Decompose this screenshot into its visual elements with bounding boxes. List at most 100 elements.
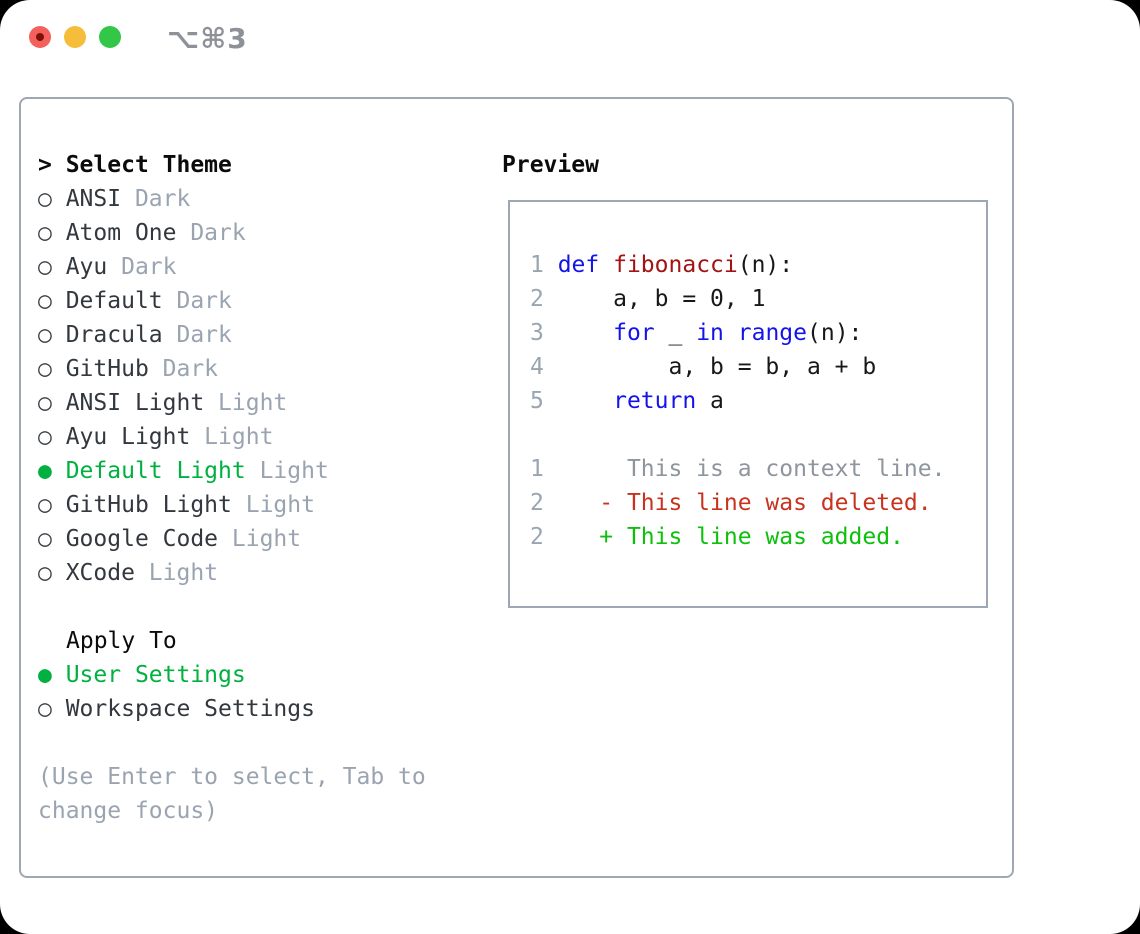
- line-number: 3: [530, 320, 558, 346]
- hint-line-2: change focus): [38, 798, 219, 824]
- radio-icon: ○: [38, 696, 66, 722]
- apply-to-header: Apply To: [66, 628, 177, 654]
- theme-variant: Dark: [176, 220, 246, 246]
- radio-icon: ○: [38, 424, 66, 450]
- radio-icon: ○: [38, 186, 66, 212]
- theme-list: ○ ANSI Dark○ Atom One Dark○ Ayu Dark○ De…: [38, 182, 426, 590]
- code-token: - This line was deleted.: [557, 490, 932, 516]
- hint-line-1: (Use Enter to select, Tab to: [38, 764, 426, 790]
- theme-variant: Light: [134, 560, 219, 586]
- line-number: 1: [530, 252, 558, 278]
- code-token: fibonacci: [613, 252, 738, 278]
- code-token: This is a context line.: [557, 456, 946, 482]
- theme-variant: Dark: [121, 186, 191, 212]
- code-token: def: [557, 252, 600, 278]
- code-token: a: [696, 388, 724, 414]
- spacer: [38, 726, 426, 760]
- code-token: [558, 388, 613, 414]
- code-token: [724, 320, 738, 346]
- code-token: range: [737, 320, 807, 346]
- line-number: 2: [530, 286, 558, 312]
- radio-selected-icon: ●: [38, 458, 66, 484]
- radio-icon: ○: [38, 220, 66, 246]
- theme-name: Default Light: [65, 458, 246, 484]
- close-button[interactable]: [29, 26, 51, 48]
- theme-name: GitHub Light: [65, 492, 232, 518]
- theme-name: Ayu Light: [65, 424, 191, 450]
- theme-variant: Light: [245, 458, 329, 484]
- theme-name: Dracula: [65, 322, 163, 348]
- line-number: 4: [530, 354, 558, 380]
- theme-variant: Dark: [162, 322, 232, 348]
- code-token: a, b = b, a + b: [557, 354, 877, 380]
- prompt-caret: >: [38, 152, 66, 178]
- theme-option-default[interactable]: ○ Default Dark: [38, 284, 426, 318]
- apply-option-user-settings[interactable]: ● User Settings: [38, 658, 426, 692]
- apply-option-workspace-settings[interactable]: ○ Workspace Settings: [38, 692, 426, 726]
- preview-code-line: 4 a, b = b, a + b: [530, 350, 986, 384]
- preview-added-line: 2 + This line was added.: [530, 520, 986, 554]
- code-token: _: [654, 320, 697, 346]
- select-theme-title: Select Theme: [65, 152, 232, 178]
- radio-icon: ○: [38, 288, 66, 314]
- theme-variant: Light: [204, 390, 288, 416]
- apply-option-label: User Settings: [65, 662, 246, 688]
- theme-name: Ayu: [65, 254, 108, 280]
- theme-option-ansi[interactable]: ○ ANSI Dark: [38, 182, 426, 216]
- theme-variant: Dark: [107, 254, 177, 280]
- theme-variant: Dark: [162, 288, 232, 314]
- radio-icon: ○: [38, 356, 66, 382]
- code-token: in: [696, 320, 724, 346]
- theme-option-github[interactable]: ○ GitHub Dark: [38, 352, 426, 386]
- theme-name: Default: [65, 288, 163, 314]
- minimize-button[interactable]: [64, 26, 86, 48]
- theme-option-github-light[interactable]: ○ GitHub Light Light: [38, 488, 426, 522]
- close-dot-icon: [36, 33, 44, 41]
- apply-to-list: ● User Settings○ Workspace Settings: [38, 658, 426, 726]
- preview-deleted-line: 2 - This line was deleted.: [530, 486, 986, 520]
- theme-option-atom-one[interactable]: ○ Atom One Dark: [38, 216, 426, 250]
- line-number: 1: [530, 456, 558, 482]
- theme-option-ayu[interactable]: ○ Ayu Dark: [38, 250, 426, 284]
- preview-code-line: 1 def fibonacci(n):: [530, 248, 986, 282]
- theme-name: Google Code: [65, 526, 219, 552]
- theme-name: ANSI: [65, 186, 122, 212]
- code-token: (n):: [737, 252, 794, 278]
- theme-option-google-code[interactable]: ○ Google Code Light: [38, 522, 426, 556]
- code-token: for: [613, 320, 655, 346]
- preview-code-line: 3 for _ in range(n):: [530, 316, 986, 350]
- theme-selector-panel: > Select Theme ○ ANSI Dark○ Atom One Dar…: [19, 97, 1014, 878]
- theme-option-xcode[interactable]: ○ XCode Light: [38, 556, 426, 590]
- line-number: 5: [530, 388, 558, 414]
- theme-option-ansi-light[interactable]: ○ ANSI Light Light: [38, 386, 426, 420]
- zoom-button[interactable]: [99, 26, 121, 48]
- theme-variant: Dark: [148, 356, 219, 382]
- preview-code-line: 5 return a: [530, 384, 986, 418]
- theme-variant: Light: [218, 526, 302, 552]
- theme-option-ayu-light[interactable]: ○ Ayu Light Light: [38, 420, 426, 454]
- preview-blank-line: [530, 418, 986, 452]
- theme-name: Atom One: [65, 220, 177, 246]
- theme-option-dracula[interactable]: ○ Dracula Dark: [38, 318, 426, 352]
- preview-title: Preview: [502, 152, 599, 178]
- radio-icon: ○: [38, 492, 66, 518]
- code-token: [599, 252, 613, 278]
- code-token: (n):: [807, 320, 863, 346]
- code-token: [558, 320, 613, 346]
- theme-name: XCode: [65, 560, 135, 586]
- titlebar: ⌥⌘3: [0, 0, 1140, 75]
- preview-code-line: 2 a, b = 0, 1: [530, 282, 986, 316]
- theme-list-panel: > Select Theme ○ ANSI Dark○ Atom One Dar…: [38, 148, 426, 828]
- preview-context-line: 1 This is a context line.: [530, 452, 986, 486]
- theme-name: GitHub: [65, 356, 149, 382]
- theme-variant: Light: [231, 492, 315, 518]
- apply-option-label: Workspace Settings: [65, 696, 315, 722]
- radio-icon: ○: [38, 526, 66, 552]
- line-number: [530, 422, 544, 448]
- theme-option-default-light[interactable]: ● Default Light Light: [38, 454, 426, 488]
- radio-icon: ○: [38, 322, 66, 348]
- radio-icon: ○: [38, 390, 66, 416]
- spacer: [38, 590, 426, 624]
